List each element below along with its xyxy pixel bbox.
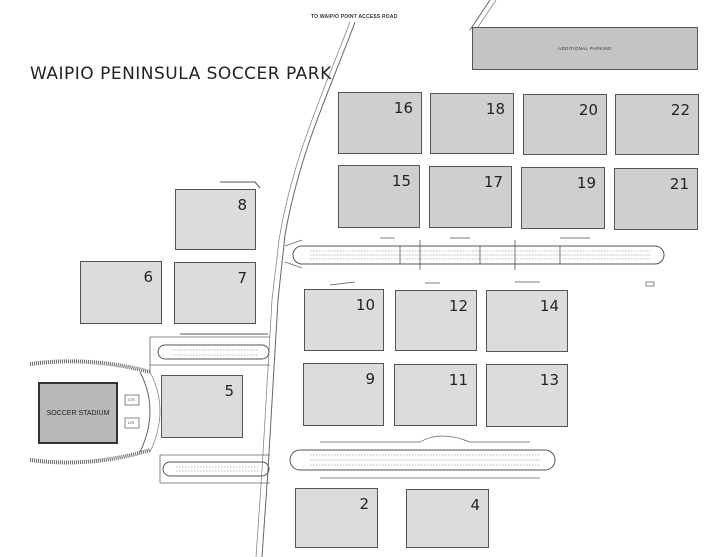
field-number: 9: [365, 370, 375, 388]
field-11[interactable]: 11: [394, 364, 477, 426]
field-number: 2: [359, 495, 369, 513]
field-8[interactable]: 8: [175, 189, 256, 250]
field-number: 12: [448, 297, 468, 315]
additional-parking-lot[interactable]: ADDITIONAL PARKING: [472, 27, 698, 70]
field-20[interactable]: 20: [523, 94, 607, 155]
field-number: 6: [143, 268, 153, 286]
field-7[interactable]: 7: [174, 262, 256, 324]
field-21[interactable]: 21: [614, 168, 698, 230]
field-number: 16: [393, 99, 413, 117]
field-number: 11: [448, 371, 468, 389]
field-number: 22: [670, 101, 690, 119]
lower-parking-lot: [289, 435, 556, 479]
field-17[interactable]: 17: [429, 166, 512, 228]
upper-parking-lot: [284, 239, 665, 270]
soccer-stadium[interactable]: SOCCER STADIUM: [38, 382, 118, 444]
additional-parking-label: ADDITIONAL PARKING: [558, 46, 612, 51]
map-title: WAIPIO PENINSULA SOCCER PARK: [30, 64, 332, 84]
field-5[interactable]: 5: [161, 375, 243, 438]
field-2[interactable]: 2: [295, 488, 378, 548]
field-6[interactable]: 6: [80, 261, 162, 324]
stadium-label: SOCCER STADIUM: [46, 409, 110, 417]
field-10[interactable]: 10: [304, 289, 384, 351]
access-road-label: TO WAIPIO POINT ACCESS ROAD: [311, 14, 398, 20]
field-number: 7: [237, 269, 247, 287]
field-16[interactable]: 16: [338, 92, 422, 154]
parking-access-line: [469, 0, 491, 31]
field-18[interactable]: 18: [430, 93, 514, 154]
field-number: 8: [237, 196, 247, 214]
field-12[interactable]: 12: [395, 290, 477, 351]
field-number: 20: [578, 101, 598, 119]
field-9[interactable]: 9: [303, 363, 384, 426]
field-number: 10: [355, 296, 375, 314]
field-13[interactable]: 13: [486, 364, 568, 427]
field-number: 21: [669, 175, 689, 193]
access-road: [261, 21, 356, 557]
stadium-side-label-cs: C/S: [128, 397, 135, 402]
west-parking-lot-lower: [159, 454, 270, 484]
field-15[interactable]: 15: [338, 165, 420, 228]
field-number: 15: [391, 172, 411, 190]
field-22[interactable]: 22: [615, 94, 699, 155]
field-number: 14: [539, 297, 559, 315]
field-number: 4: [470, 496, 480, 514]
field-4[interactable]: 4: [406, 489, 489, 548]
access-road-edge: [255, 21, 351, 557]
stadium-stands: [29, 359, 161, 465]
field-number: 13: [539, 371, 559, 389]
field-number: 17: [483, 173, 503, 191]
west-parking-lot-upper: [149, 336, 270, 372]
field-14[interactable]: 14: [486, 290, 568, 352]
field-number: 5: [224, 382, 234, 400]
field-number: 18: [485, 100, 505, 118]
stadium-side-label-lr: L/R: [128, 420, 135, 425]
field-number: 19: [576, 174, 596, 192]
field-19[interactable]: 19: [521, 167, 605, 229]
